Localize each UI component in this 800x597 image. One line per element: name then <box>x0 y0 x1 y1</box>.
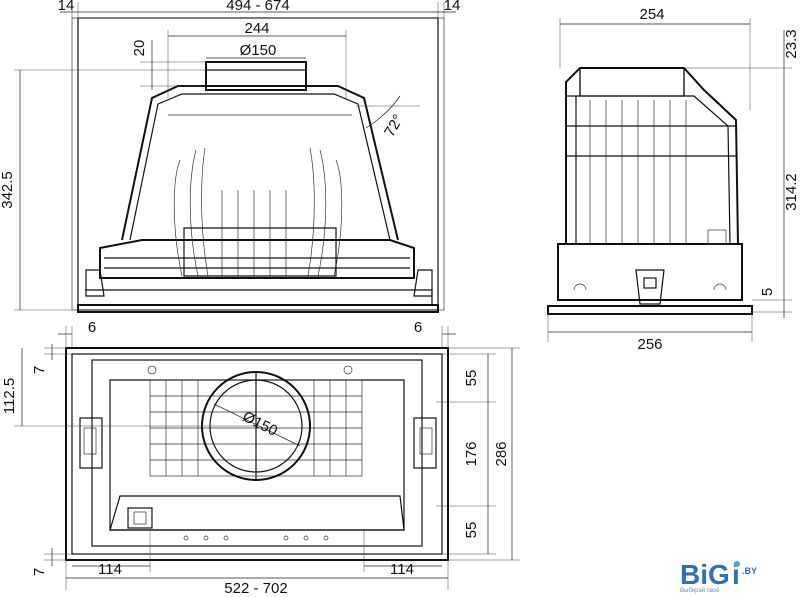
front-view <box>71 17 445 313</box>
dim-bottom-right-margin: 6 <box>414 319 422 336</box>
dim-bottom-right-lower: 55 <box>463 522 480 539</box>
brand-logo: BiG i .BY Выбирай своё <box>680 559 757 594</box>
bottom-dimensions: 6 6 7 112.5 Ø150 55 176 55 286 7 114 522… <box>1 319 520 597</box>
brand-tagline: Выбирай своё <box>680 587 720 594</box>
brand-suffix: .BY <box>742 566 757 576</box>
bottom-view <box>65 347 449 561</box>
dim-bottom-diameter: Ø150 <box>240 408 280 440</box>
side-dimensions: 254 23.3 314.2 5 256 <box>547 6 800 353</box>
dim-bottom-depth: 286 <box>493 441 510 466</box>
brand-name-part2: i <box>732 559 740 590</box>
brand-dot-icon <box>734 561 740 567</box>
dim-side-base-depth: 256 <box>637 336 662 353</box>
dim-bottom-top-offset: 7 <box>31 366 48 374</box>
dim-front-width-range: 494 - 674 <box>226 0 289 14</box>
dim-front-height: 342.5 <box>0 171 16 209</box>
dim-side-bottom-offset: 5 <box>759 288 776 296</box>
dim-bottom-bottom-offset: 7 <box>31 568 48 576</box>
dim-bottom-right-edge: 114 <box>390 561 414 578</box>
dim-bottom-right-middle: 176 <box>463 441 480 466</box>
dim-front-outlet-diameter: Ø150 <box>240 42 277 59</box>
front-dimensions: 14 494 - 674 14 244 Ø150 20 72° 342.5 <box>0 0 461 311</box>
dim-bottom-left-margin: 6 <box>88 319 96 336</box>
brand-name-part1: BiG <box>680 559 730 590</box>
dim-bottom-left-edge: 114 <box>98 561 122 578</box>
dim-bottom-right-top: 55 <box>463 370 480 387</box>
dim-front-right-side: 14 <box>444 0 461 14</box>
side-view <box>547 67 753 315</box>
dim-front-outlet-height: 20 <box>131 40 148 57</box>
dim-side-top-offset: 23.3 <box>783 29 800 58</box>
dim-side-depth: 254 <box>639 6 664 23</box>
dim-front-angle: 72° <box>381 112 407 140</box>
dim-front-left-side: 14 <box>58 0 75 14</box>
dim-bottom-width-range: 522 - 702 <box>224 580 287 597</box>
dim-side-body-height: 314.2 <box>783 173 800 211</box>
dim-bottom-center-offset: 112.5 <box>1 378 18 414</box>
dim-front-inner-width: 244 <box>244 20 269 37</box>
